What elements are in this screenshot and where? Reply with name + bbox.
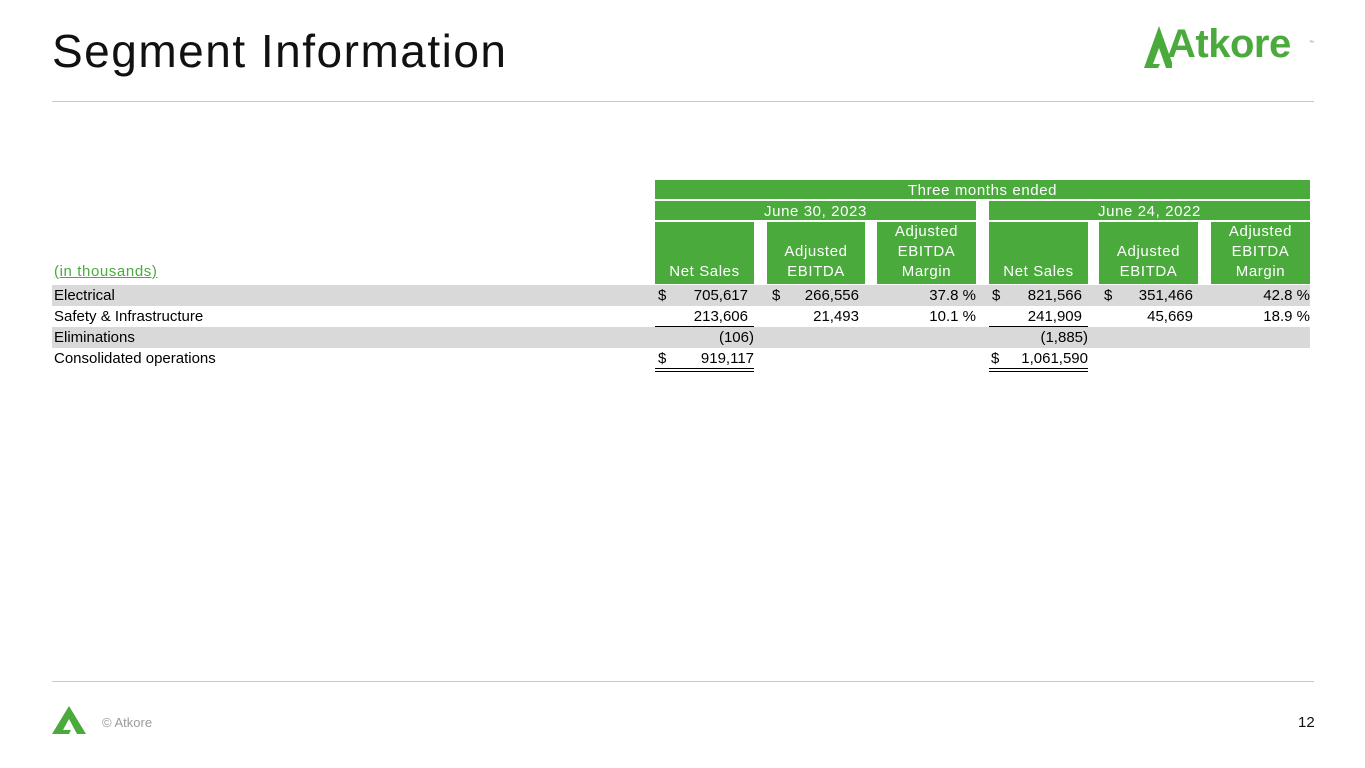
adj-ebitda-2023: 21,493 xyxy=(813,308,859,325)
net-sales-2023: 919,117 xyxy=(700,350,754,367)
period-header: Three months ended xyxy=(655,180,1310,199)
col-header-margin-2022: Adjusted EBITDA Margin xyxy=(1211,222,1310,284)
footer-copyright: © Atkore xyxy=(102,715,153,730)
net-sales-2022: 821,566 xyxy=(1027,287,1082,304)
table-row-consolidated: Consolidated operations $ 919,117 $ 1,06… xyxy=(52,348,1310,369)
header-divider xyxy=(52,101,1314,102)
margin-2022: 42.8 % xyxy=(1263,287,1310,304)
units-label: (in thousands) xyxy=(54,263,158,280)
subtotal-underline-2023 xyxy=(655,326,754,327)
net-sales-2022: 1,061,590 xyxy=(1021,350,1088,367)
margin-2023: 37.8 % xyxy=(929,287,976,304)
currency-symbol: $ xyxy=(658,287,667,304)
col-header-adj-ebitda-2022: Adjusted EBITDA xyxy=(1099,222,1198,284)
table-row-electrical: Electrical $ 705,617 $ 266,556 37.8 % $ … xyxy=(52,285,1310,306)
group-header-2022: June 24, 2022 xyxy=(989,201,1310,220)
net-sales-2023: (106) xyxy=(718,329,754,346)
col-header-margin-2023: Adjusted EBITDA Margin xyxy=(877,222,976,284)
subtotal-underline-2022 xyxy=(989,326,1088,327)
adj-ebitda-2023: 266,556 xyxy=(804,287,859,304)
page-number: 12 xyxy=(1298,714,1315,731)
total-double-underline-2022 xyxy=(989,371,1088,372)
total-double-underline-2023 xyxy=(655,368,754,369)
row-label: Electrical xyxy=(54,287,115,304)
col-header-net-sales-2023: Net Sales xyxy=(655,222,754,284)
net-sales-2022: (1,885) xyxy=(1040,329,1088,346)
footer-divider xyxy=(52,681,1314,682)
group-date-2022: June 24, 2022 xyxy=(1098,203,1201,220)
net-sales-2023: 213,606 xyxy=(693,308,748,325)
currency-symbol: $ xyxy=(992,287,1001,304)
col-header-net-sales-2022: Net Sales xyxy=(989,222,1088,284)
margin-2022: 18.9 % xyxy=(1263,308,1310,325)
row-label: Consolidated operations xyxy=(54,350,216,367)
atkore-footer-logo-icon xyxy=(52,706,86,734)
logo-wordmark: Atkore xyxy=(1167,22,1291,66)
adj-ebitda-2022: 351,466 xyxy=(1138,287,1193,304)
net-sales-2022: 241,909 xyxy=(1027,308,1082,325)
margin-2023: 10.1 % xyxy=(929,308,976,325)
currency-symbol: $ xyxy=(991,350,1000,367)
adj-ebitda-2022: 45,669 xyxy=(1147,308,1193,325)
page-title: Segment Information xyxy=(52,25,508,77)
col-header-adj-ebitda-2023: Adjusted EBITDA xyxy=(767,222,865,284)
logo-trademark: ™ xyxy=(1309,40,1314,46)
table-row-safety-infrastructure: Safety & Infrastructure 213,606 21,493 1… xyxy=(52,306,1310,327)
row-label: Safety & Infrastructure xyxy=(54,308,204,325)
row-label: Eliminations xyxy=(54,329,135,346)
atkore-logo-icon xyxy=(1144,26,1172,68)
currency-symbol: $ xyxy=(772,287,781,304)
period-header-label: Three months ended xyxy=(907,182,1058,199)
table-row-eliminations: Eliminations (106) (1,885) xyxy=(52,327,1310,348)
total-double-underline-2022 xyxy=(989,368,1088,369)
total-double-underline-2023 xyxy=(655,371,754,372)
net-sales-2023: 705,617 xyxy=(693,287,748,304)
currency-symbol: $ xyxy=(1104,287,1113,304)
group-date-2023: June 30, 2023 xyxy=(764,203,867,220)
group-header-2023: June 30, 2023 xyxy=(655,201,976,220)
currency-symbol: $ xyxy=(658,350,667,367)
